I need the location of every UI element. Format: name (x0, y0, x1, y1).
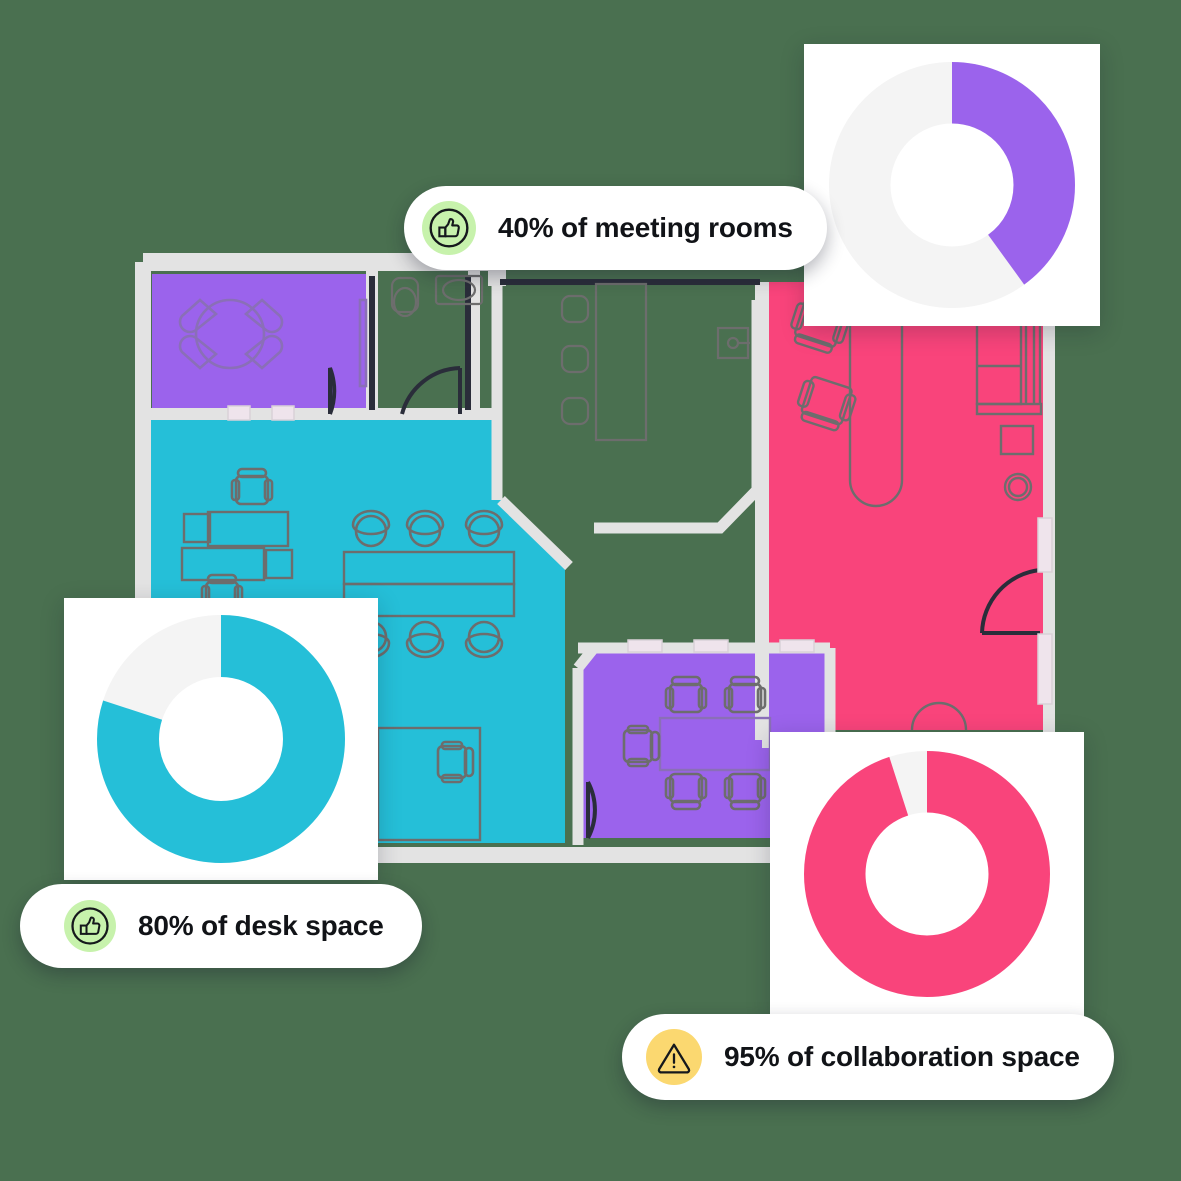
stat-pill-label-desk-space: 80% of desk space (138, 910, 384, 941)
room-fill-collaboration (768, 282, 1049, 730)
stat-pill-label-meeting-rooms: 40% of meeting rooms (498, 212, 793, 243)
thumbs-up-icon (64, 900, 116, 952)
donut-chart-desk-space (97, 615, 345, 863)
chart-card-meeting-rooms (804, 44, 1100, 326)
donut-arc-desk-space (97, 615, 345, 863)
donut-arc-collaboration-space (804, 751, 1050, 997)
stat-pill-collaboration-space[interactable]: 95% of collaboration space (622, 1014, 1114, 1100)
donut-wrap-desk-space (64, 598, 378, 880)
donut-chart-collaboration-space (804, 751, 1050, 997)
stat-pill-meeting-rooms[interactable]: 40% of meeting rooms (404, 186, 827, 270)
furniture-corridor (560, 282, 750, 442)
donut-wrap-meeting-rooms (804, 44, 1100, 326)
door-openings (227, 405, 1053, 705)
furniture-meeting-top (178, 298, 368, 388)
thumbs-up-icon (422, 201, 476, 255)
furniture-desk-space (180, 467, 516, 842)
donut-arc-meeting-rooms (829, 62, 1075, 308)
donut-wrap-collaboration-space (770, 732, 1084, 1016)
door-swings (328, 366, 1041, 839)
chart-card-collaboration-space (770, 732, 1084, 1016)
chart-card-desk-space (64, 598, 378, 880)
warning-triangle-icon (646, 1029, 702, 1085)
stat-pill-label-collaboration-space: 95% of collaboration space (724, 1041, 1080, 1072)
stat-pill-desk-space[interactable]: 80% of desk space (20, 884, 422, 968)
donut-chart-meeting-rooms (829, 62, 1075, 308)
furniture-restroom (390, 274, 484, 318)
